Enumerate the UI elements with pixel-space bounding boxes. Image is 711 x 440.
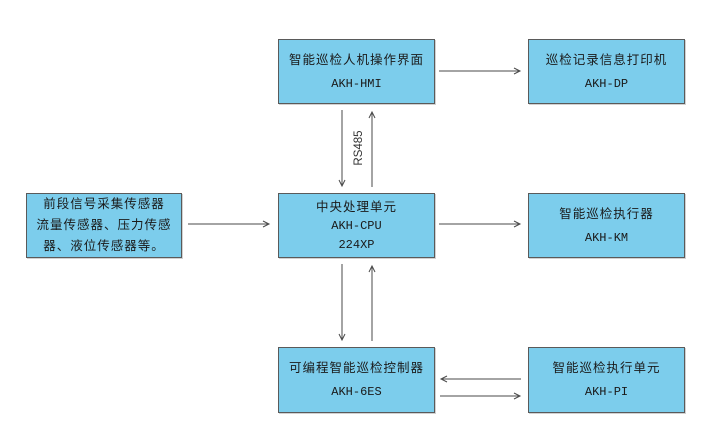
box-printer-title: 巡检记录信息打印机	[545, 52, 668, 67]
box-record-printer: 巡检记录信息打印机 AKH-DP	[528, 39, 685, 104]
box-printer-model: AKH-DP	[584, 76, 629, 91]
box-exec-unit-model: AKH-PI	[584, 385, 629, 399]
box-hmi-model: AKH-HMI	[331, 76, 382, 91]
box-exec-unit-title: 智能巡检执行单元	[552, 361, 661, 375]
box-hmi-title: 智能巡检人机操作界面	[288, 52, 424, 67]
box-hmi-interface: 智能巡检人机操作界面 AKH-HMI	[278, 39, 435, 104]
box-cpu: 中央处理单元 AKH-CPU 224XP	[278, 193, 435, 258]
box-actuator-model: AKH-KM	[584, 230, 629, 245]
box-sensors-line-1: 前段信号采集传感器	[43, 197, 165, 211]
box-cpu-model2: 224XP	[338, 237, 375, 252]
box-cpu-model: AKH-CPU	[331, 218, 382, 233]
box-patrol-actuator: 智能巡检执行器 AKH-KM	[528, 193, 685, 258]
box-actuator-title: 智能巡检执行器	[559, 206, 654, 221]
box-sensors-line-2: 流量传感器、压力传感	[36, 218, 172, 232]
box-controller-model: AKH-6ES	[331, 385, 382, 399]
box-programmable-controller: 可编程智能巡检控制器 AKH-6ES	[278, 347, 435, 413]
rs485-bus-label: RS485	[353, 130, 365, 166]
box-execution-unit: 智能巡检执行单元 AKH-PI	[528, 347, 685, 413]
box-cpu-title: 中央处理单元	[315, 199, 397, 214]
box-front-sensors: 前段信号采集传感器 流量传感器、压力传感 器、液位传感器等。	[26, 193, 182, 258]
box-sensors-line-3: 器、液位传感器等。	[43, 239, 165, 253]
box-controller-title: 可编程智能巡检控制器	[288, 361, 424, 375]
